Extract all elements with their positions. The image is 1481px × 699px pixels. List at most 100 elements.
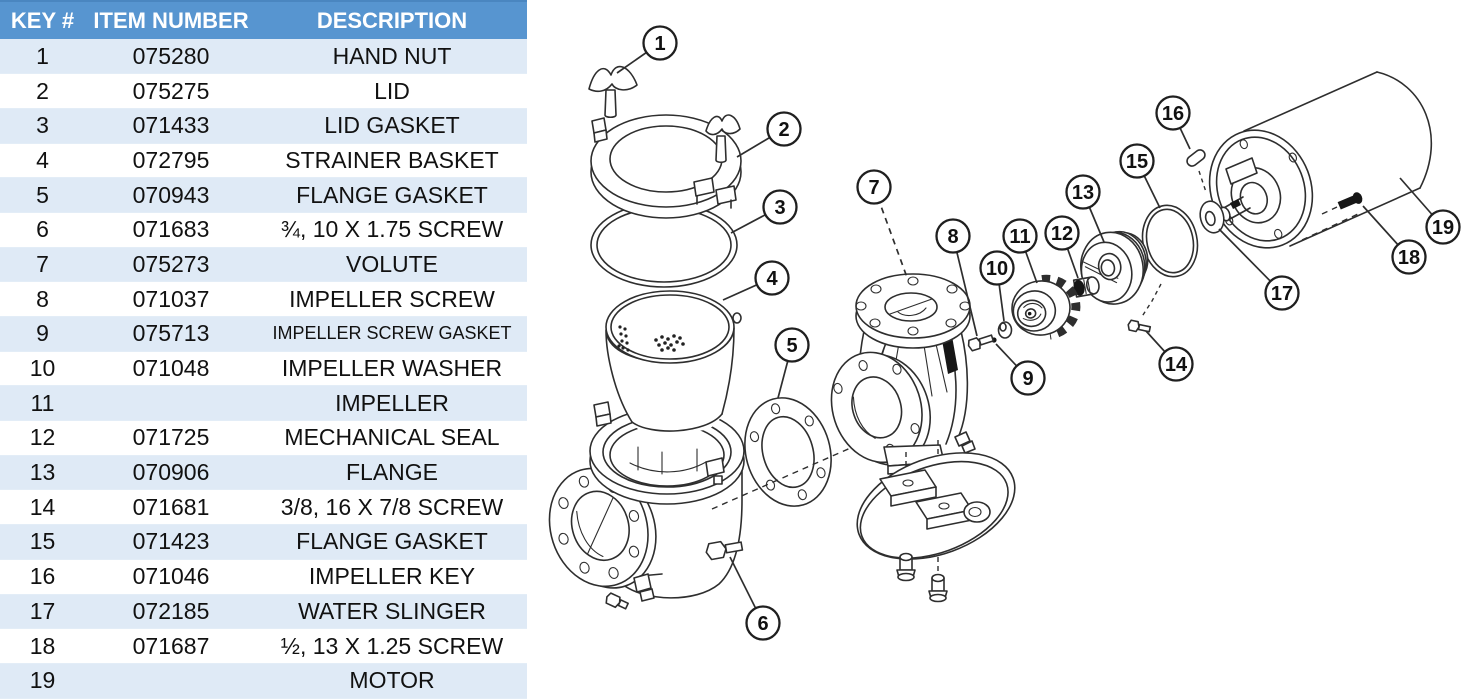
description-cell: VOLUTE <box>257 247 527 283</box>
callout-number: 15 <box>1126 151 1148 173</box>
key-cell: 15 <box>0 524 85 560</box>
strainer-pot-part <box>548 401 745 610</box>
callout-circle <box>754 260 790 296</box>
key-cell: 10 <box>0 351 85 387</box>
callout-circle <box>762 189 798 225</box>
strainer-basket-part <box>605 290 742 433</box>
callout-number: 17 <box>1271 283 1293 305</box>
callout-13: 13 <box>1065 174 1105 243</box>
callout-number: 9 <box>1022 368 1033 390</box>
callout-circle <box>1158 346 1194 382</box>
callout-circle <box>1010 360 1046 396</box>
item-number-cell <box>85 663 257 699</box>
item-number-cell: 071423 <box>85 524 257 560</box>
callout-19: 19 <box>1399 177 1461 245</box>
key-cell: 11 <box>0 385 85 422</box>
callout-3: 3 <box>730 189 798 234</box>
description-cell: WATER SLINGER <box>257 594 527 630</box>
callout-circle <box>1425 209 1461 245</box>
key-cell: 2 <box>0 73 85 109</box>
callout-number: 5 <box>786 335 797 357</box>
description-cell: MECHANICAL SEAL <box>257 420 527 456</box>
callout-number: 1 <box>654 33 665 55</box>
callout-circle <box>774 327 810 363</box>
lid-part <box>590 114 742 219</box>
header-row: KEY # ITEM NUMBER DESCRIPTION <box>0 0 527 39</box>
callout-number: 3 <box>774 197 785 219</box>
callout-number: 2 <box>778 119 789 141</box>
callout-18: 18 <box>1362 205 1427 275</box>
callout-number: 16 <box>1162 103 1184 125</box>
key-cell: 3 <box>0 108 85 144</box>
callout-circle <box>1391 239 1427 275</box>
hand-nut-part <box>588 65 638 119</box>
callout-17: 17 <box>1218 228 1300 311</box>
item-number-cell: 071037 <box>85 281 257 317</box>
callout-number: 6 <box>757 613 768 635</box>
description-cell: IMPELLER SCREW <box>257 281 527 317</box>
callout-circle <box>1119 143 1155 179</box>
item-number-cell: 072185 <box>85 594 257 630</box>
base-screw-part <box>896 552 916 582</box>
item-number-cell: 071048 <box>85 351 257 387</box>
callout-6: 6 <box>729 556 781 641</box>
callout-circle <box>979 250 1015 286</box>
callout-number: 18 <box>1398 247 1420 269</box>
callout-circle <box>1044 215 1080 251</box>
callout-14: 14 <box>1145 330 1194 382</box>
callout-number: 10 <box>986 258 1008 280</box>
item-number-cell: 070943 <box>85 177 257 213</box>
key-cell: 19 <box>0 663 85 699</box>
water-slinger-part <box>1199 200 1225 234</box>
base-plate-part <box>856 440 1016 603</box>
callout-9: 9 <box>995 343 1046 396</box>
item-number-cell: 071725 <box>85 420 257 456</box>
callout-circle <box>935 218 971 254</box>
callout-11: 11 <box>1002 218 1038 284</box>
column-header-item-number: ITEM NUMBER <box>85 0 257 39</box>
callout-circle <box>745 605 781 641</box>
item-number-cell: 071687 <box>85 628 257 664</box>
description-cell: FLANGE GASKET <box>257 524 527 560</box>
callout-4: 4 <box>722 260 790 301</box>
item-number-cell <box>85 385 257 422</box>
description-cell: HAND NUT <box>257 39 527 75</box>
callout-number: 19 <box>1432 217 1454 239</box>
key-cell: 8 <box>0 281 85 317</box>
volute-part <box>830 273 976 475</box>
callout-circle <box>1155 95 1191 131</box>
description-cell: FLANGE <box>257 455 527 491</box>
description-cell: IMPELLER WASHER <box>257 351 527 387</box>
item-number-cell: 070906 <box>85 455 257 491</box>
description-cell: IMPELLER KEY <box>257 559 527 595</box>
key-cell: 13 <box>0 455 85 491</box>
key-cell: 1 <box>0 39 85 75</box>
callout-circle <box>1065 174 1101 210</box>
flange-gasket-part <box>744 397 832 507</box>
item-number-cell: 071433 <box>85 108 257 144</box>
key-cell: 6 <box>0 212 85 248</box>
callout-12: 12 <box>1044 215 1080 279</box>
callout-circle <box>1264 275 1300 311</box>
impeller-washer-part <box>997 321 1013 339</box>
description-cell: IMPELLER SCREW GASKET <box>257 316 527 352</box>
callout-number: 13 <box>1072 182 1094 204</box>
column-header-description: DESCRIPTION <box>257 0 527 39</box>
description-cell: FLANGE GASKET <box>257 177 527 213</box>
